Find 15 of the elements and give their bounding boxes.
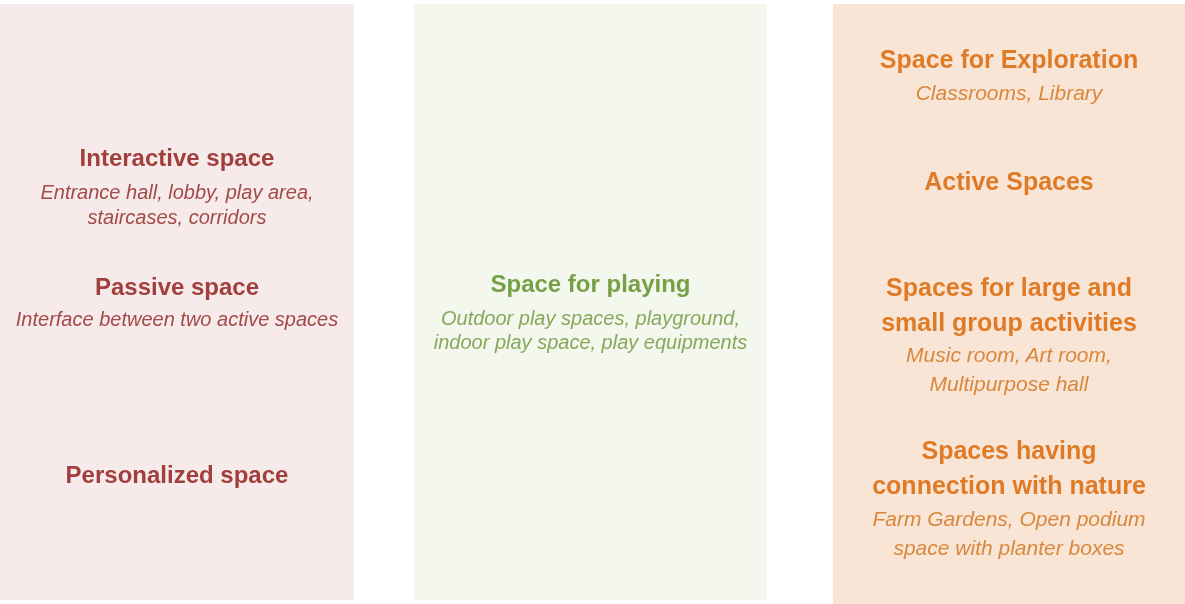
heading: Spaces having connection with nature	[871, 435, 1147, 501]
heading: Active Spaces	[924, 166, 1094, 197]
description: Music room, Art room, Multipurpose hall	[905, 342, 1113, 397]
heading: Interactive space	[79, 143, 275, 173]
heading: Personalized space	[65, 460, 289, 490]
heading: Spaces for large and small group activities	[880, 272, 1138, 338]
description: Entrance hall, lobby, play area, staircases, corridors	[39, 180, 315, 230]
description: Farm Gardens, Open podium space with planter boxes	[871, 506, 1147, 561]
description: Outdoor play spaces, playground, indoor play space, play equipments	[432, 306, 749, 354]
description: Interface between two active spaces	[15, 307, 339, 332]
category-panel	[833, 4, 1185, 604]
heading: Passive space	[94, 272, 260, 302]
heading: Space for playing	[490, 269, 691, 299]
heading: Space for Exploration	[879, 44, 1139, 75]
description: Classrooms, Library	[915, 80, 1103, 106]
